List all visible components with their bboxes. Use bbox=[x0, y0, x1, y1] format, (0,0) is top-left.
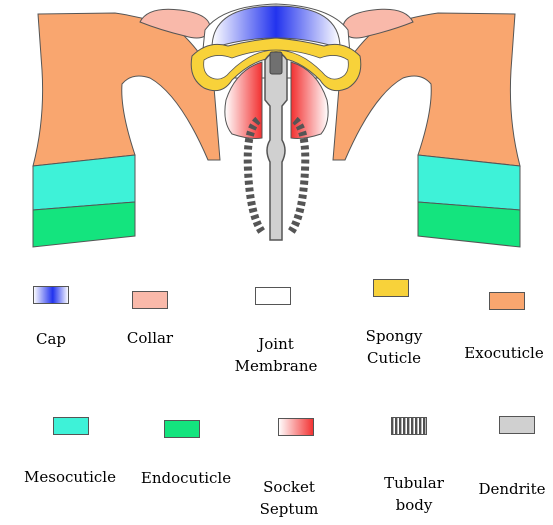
sensillum-diagram bbox=[0, 0, 553, 255]
dendrite-label: Dendrite bbox=[472, 478, 552, 500]
right-cuticle bbox=[333, 9, 520, 247]
joint-membrane-label: Joint Membrane bbox=[224, 333, 328, 377]
dendrite bbox=[265, 52, 287, 240]
spongy-cuticle-label: Spongy Cuticle bbox=[344, 325, 444, 369]
cap-swatch bbox=[33, 286, 69, 304]
dendrite-tip bbox=[270, 52, 282, 74]
collar-swatch bbox=[132, 291, 168, 309]
left-cuticle bbox=[33, 9, 220, 247]
mesocuticle-label: Mesocuticle bbox=[6, 466, 134, 488]
tubular-body-label: Tubular body bbox=[374, 472, 454, 516]
tubular-body-swatch bbox=[391, 417, 427, 435]
socket-septum-swatch bbox=[278, 418, 314, 436]
spongy-cuticle-swatch bbox=[373, 279, 409, 297]
endocuticle-right bbox=[418, 202, 520, 247]
endocuticle-label: Endocuticle bbox=[134, 467, 238, 489]
collar-label: Collar bbox=[107, 327, 193, 349]
exocuticle-swatch bbox=[489, 292, 525, 310]
exocuticle-label: Exocuticle bbox=[452, 342, 553, 364]
dendrite-swatch bbox=[499, 416, 535, 434]
mesocuticle-swatch bbox=[53, 417, 89, 435]
joint-membrane-swatch bbox=[255, 287, 291, 305]
endocuticle-swatch bbox=[164, 420, 200, 438]
socket-septum-label: Socket Septum bbox=[244, 476, 334, 520]
endocuticle-left bbox=[33, 202, 135, 247]
cap-label: Cap bbox=[14, 328, 88, 350]
